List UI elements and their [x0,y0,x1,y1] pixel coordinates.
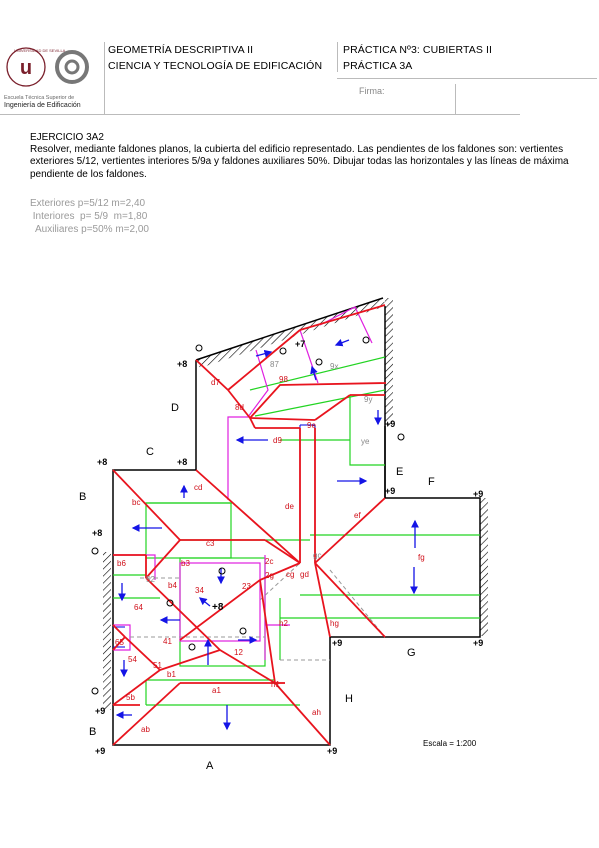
slope-arrows [115,339,419,731]
side-label-g: G [407,647,416,659]
side-label-e: E [396,466,403,478]
height-top-left: +8 [177,359,187,369]
edge-label: h2 [279,619,288,628]
data-interiores: Interiores p= 5/9 m=1,80 [30,211,148,222]
height-e: +9 [385,419,395,429]
edge-label: ef [354,511,361,520]
edge-label: 52 [146,575,155,584]
svg-text:u: u [20,57,32,79]
edge-label: fg [418,553,425,562]
height-b-lower: +9 [95,706,105,716]
edge-label: 87 [270,360,279,369]
exercise-title: EJERCICIO 3A2 [30,132,104,143]
height-g-left: +9 [332,638,342,648]
edge-label: de [285,502,294,511]
hidden-lines [130,562,386,661]
ridges-hips [112,304,387,746]
edge-label: 8d [235,403,244,412]
edge-label: cg [286,570,294,579]
height-top: +7 [295,339,305,349]
edge-label: 65 [115,638,124,647]
height-bottom-left: +9 [95,746,105,756]
edge-label: 23 [242,582,251,591]
edge-label: 41 [163,637,172,646]
building-outline [112,306,481,746]
height-b-left: +8 [92,528,102,538]
height-bottom-right: +9 [327,746,337,756]
edge-label: a1 [212,686,221,695]
practice-line1: PRÁCTICA Nº3: CUBIERTAS II [343,44,492,56]
edge-label: hg [330,619,339,628]
edge-label: 9y [364,395,372,404]
edge-label: c3 [206,539,215,548]
height-c-left: +8 [97,457,107,467]
edge-label: 34 [195,586,204,595]
edge-label: 54 [128,655,137,664]
practice-line2: PRÁCTICA 3A [343,60,413,72]
edge-label: 98 [279,375,288,384]
edge-label: gd [300,570,309,579]
logo-school-line2: Ingeniería de Edificación [4,102,81,109]
region-markers [91,336,405,695]
height-c-right: +8 [177,457,187,467]
logo-school-line1: Escuela Técnica Superior de [4,95,74,101]
edge-label: 51 [153,661,162,670]
university-logo: u UNIVERSIDAD DE SEVILLA Escuela Técnica… [0,40,106,114]
side-label-b-lower: B [89,726,96,738]
side-label-f: F [428,476,435,488]
data-auxiliares: Auxiliares p=50% m=2,00 [30,224,149,235]
edge-label: ah [312,708,321,717]
data-exteriores: Exteriores p=5/12 m=2,40 [30,198,146,209]
edge-label: h1 [271,680,280,689]
edge-label: 2g [265,571,274,580]
height-f: +9 [473,489,483,499]
side-label-b-upper: B [79,491,86,503]
edge-label: 9x [330,362,338,371]
side-label-a: A [206,760,214,772]
edge-label: bc [132,498,140,507]
edge-label: cd [194,483,202,492]
scale-label: Escala = 1:200 [423,739,477,748]
side-label-d: D [171,402,179,414]
course-line1: GEOMETRÍA DESCRIPTIVA II [108,44,254,56]
auxiliary-lines [113,306,373,660]
edge-label: 9e [307,421,316,430]
edge-label: gc [313,551,321,560]
side-label-h: H [345,693,353,705]
side-label-c: C [146,446,154,458]
edge-label: d9 [273,436,282,445]
horizontals [113,356,480,706]
edge-label: 5b [126,693,135,702]
logo-university-text: UNIVERSIDAD DE SEVILLA [14,48,66,53]
edge-label: 2c [265,557,273,566]
edge-label: b1 [167,670,176,679]
course-line2: CIENCIA Y TECNOLOGÍA DE EDIFICACIÓN [108,60,323,72]
edge-label: b6 [117,559,126,568]
height-e2: +9 [385,486,395,496]
edge-label: b4 [168,581,177,590]
edge-label: d7 [211,378,220,387]
height-center: +8 [212,602,224,613]
party-walls [103,298,488,710]
edge-label: b3 [181,559,190,568]
edge-label: ab [141,725,150,734]
height-g-right: +9 [473,638,483,648]
edge-label: 64 [134,603,143,612]
edge-label: 12 [234,648,243,657]
exercise-statement: Resolver, mediante faldones planos, la c… [30,144,569,180]
edge-label: ye [361,437,370,446]
firma-label: Firma: [359,86,385,96]
slope-data: Exteriores p=5/12 m=2,40 Interiores p= 5… [30,197,149,236]
